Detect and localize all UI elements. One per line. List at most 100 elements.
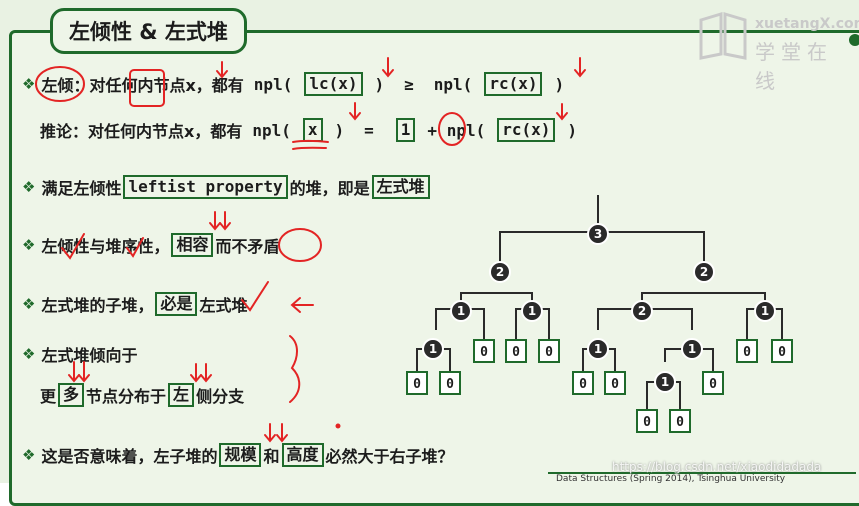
leaf-label: 0 [676,415,684,430]
line-compatible: ❖ 左倾性与堆序性， 相容 而不矛盾 [22,233,280,257]
leaf-label: 0 [743,345,751,360]
node-label: 2 [700,265,708,279]
plus-npl: + npl( [427,120,486,140]
one-box: 1 [395,118,416,142]
leaf-label: 0 [413,377,421,392]
diamond-bullet-icon: ❖ [22,295,36,313]
annotation-marks [35,57,586,443]
paren-close-3: ) [334,120,345,140]
tree-node: 2 [693,261,715,283]
diamond-bullet-icon: ❖ [22,236,36,254]
footer: Data Structures (Spring 2014), Tsinghua … [548,472,856,488]
leaf-label: 0 [446,377,454,392]
null-leaf: 0 [771,339,793,363]
node-label: 3 [594,227,602,241]
leaf-label: 0 [545,345,553,360]
def-text: ：对任何内节点x，都有 [73,76,244,95]
l7-text3: 侧分支 [196,387,245,406]
line-leftist-def: ❖ 左倾 ：对任何内节点x，都有 npl( lc(x) ) ≥ npl( rc(… [22,72,564,96]
compatible-box: 相容 [171,233,214,257]
corner-dot-icon [849,34,859,46]
leftist-heap-box: 左式堆 [371,175,430,199]
more-box: 多 [58,383,85,407]
book-icon [699,11,747,60]
tree-node: 3 [587,223,609,245]
line-question: ❖ 这是否意味着，左子堆的 规模 和 高度 必然大于右子堆？ [22,443,454,467]
line-subheap: ❖ 左式堆的子堆， 必是 左式堆 [22,292,248,316]
l3-text1: 满足左倾性 [41,179,122,198]
leaf-label: 0 [643,415,651,430]
node-label: 1 [761,304,769,318]
must-be-box: 必是 [155,292,198,316]
l8-text2: 必然大于右子堆？ [325,447,454,466]
diamond-bullet-icon: ❖ [22,446,36,464]
l5-text2: 左式堆 [199,296,248,315]
tree-node: 1 [422,338,444,360]
scale-box: 规模 [219,443,262,467]
l6-text1: 左式堆倾向于 [41,346,138,365]
npl-open: npl( [253,74,293,94]
watermark: https://blog.csdn.net/xiaodidadada [612,460,822,474]
l4-text2: 而不矛盾 [215,237,280,256]
corollary-text: 推论：对任何内节点x，都有 [40,122,243,141]
xuetangx-logo: xuetangX.com 学堂在线 [697,10,859,93]
node-label: 2 [496,265,504,279]
null-leaf: 0 [604,371,626,395]
and-text: 和 [263,447,280,466]
eq-sign: = [364,120,374,140]
null-leaf: 0 [505,339,527,363]
node-label: 1 [594,342,602,356]
node-label: 1 [429,342,437,356]
null-leaf: 0 [669,409,691,433]
null-leaf: 0 [702,371,724,395]
tree-node: 1 [681,338,703,360]
left-box: 左 [168,383,195,407]
line-leftist-heap: ❖ 满足左倾性 leftist property 的堆，即是 左式堆 [22,175,432,199]
node-label: 1 [661,375,669,389]
tree-node: 1 [450,300,472,322]
npl-open-3: npl( [252,120,291,140]
npl-open-2: npl( [433,74,473,94]
tree-node: 1 [521,300,543,322]
tree-node: 1 [754,300,776,322]
l7-text1: 更 [40,387,57,406]
rc-x-box-2: rc(x) [497,118,556,142]
rc-x-box: rc(x) [484,72,543,96]
line-corollary: 推论：对任何内节点x，都有 npl( x ) = 1 + npl( rc(x) … [40,118,577,142]
null-leaf: 0 [572,371,594,395]
leaf-label: 0 [709,377,717,392]
logo-cn: 学堂在线 [755,40,833,93]
diamond-bullet-icon: ❖ [22,75,36,93]
null-leaf: 0 [636,409,658,433]
term-left-lean: 左倾 [41,76,74,95]
geq-sign: ≥ [404,74,414,94]
leftist-heap-tree: 3 2 2 1 1 2 1 1 1 1 1 0 0 0 0 0 0 0 0 0 … [35,57,793,443]
null-leaf: 0 [406,371,428,395]
tree-node: 1 [587,338,609,360]
l3-text2: 的堆，即是 [289,179,370,198]
diamond-bullet-icon: ❖ [22,345,36,363]
null-leaf: 0 [538,339,560,363]
node-label: 1 [528,304,536,318]
logo-text: xuetangX.com [755,16,859,32]
l7-text2: 节点分布于 [86,387,167,406]
slide-title: 左倾性 & 左式堆 [50,8,247,54]
paren-close-4: ) [567,120,578,140]
tree-node: 2 [489,261,511,283]
node-label: 2 [638,304,646,318]
l5-text1: 左式堆的子堆， [41,296,154,315]
leaf-label: 0 [579,377,587,392]
null-leaf: 0 [473,339,495,363]
node-label: 1 [688,342,696,356]
line-tend: ❖ 左式堆倾向于 [22,342,137,366]
l8-text1: 这是否意味着，左子堆的 [41,447,218,466]
diamond-bullet-icon: ❖ [22,178,36,196]
null-leaf: 0 [736,339,758,363]
node-label: 1 [457,304,465,318]
null-leaf: 0 [439,371,461,395]
paren-close-2: ) [554,74,565,94]
leaf-label: 0 [512,345,520,360]
leaf-label: 0 [611,377,619,392]
height-box: 高度 [281,443,324,467]
